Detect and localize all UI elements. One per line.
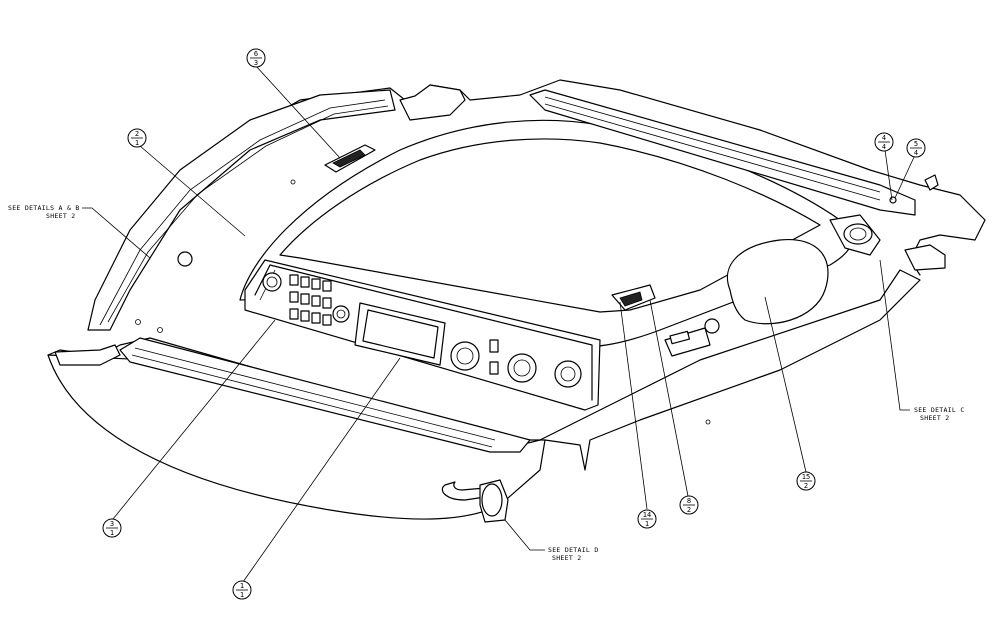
callout-5-4: 5 4 bbox=[906, 138, 926, 158]
callout-1-1: 1 1 bbox=[232, 580, 252, 600]
svg-text:1: 1 bbox=[240, 582, 244, 590]
button-grid bbox=[289, 274, 332, 326]
svg-text:3: 3 bbox=[110, 520, 114, 528]
svg-text:1: 1 bbox=[240, 591, 244, 599]
svg-text:14: 14 bbox=[643, 511, 651, 519]
drain-hose bbox=[441, 479, 509, 523]
svg-text:5: 5 bbox=[914, 140, 918, 148]
note-detail-c-line1: SEE DETAIL C bbox=[914, 406, 965, 414]
callout-2-1: 2 1 bbox=[127, 128, 147, 148]
control-console bbox=[244, 259, 601, 411]
callouts: 6 3 2 1 4 4 5 4 3 1 bbox=[102, 48, 926, 600]
note-detail-c-line2: SHEET 2 bbox=[920, 414, 950, 422]
note-details-ab-line1: SEE DETAILS A & B bbox=[8, 204, 80, 212]
leader-lines bbox=[82, 65, 916, 583]
callout-8-2: 8 2 bbox=[679, 495, 699, 515]
svg-text:6: 6 bbox=[254, 50, 258, 58]
callout-6-3: 6 3 bbox=[246, 48, 266, 68]
callout-3-1: 3 1 bbox=[102, 518, 122, 538]
svg-text:2: 2 bbox=[687, 506, 691, 514]
detail-notes: SEE DETAILS A & B SHEET 2 SEE DETAIL C S… bbox=[8, 204, 965, 562]
svg-text:8: 8 bbox=[687, 497, 691, 505]
note-detail-d-line1: SEE DETAIL D bbox=[548, 546, 599, 554]
svg-text:1: 1 bbox=[135, 139, 139, 147]
svg-text:15: 15 bbox=[802, 473, 810, 481]
svg-text:1: 1 bbox=[645, 520, 649, 528]
svg-text:3: 3 bbox=[254, 59, 258, 67]
svg-text:4: 4 bbox=[914, 149, 918, 157]
callout-15-2: 15 2 bbox=[796, 471, 816, 491]
climate-knobs bbox=[450, 341, 582, 388]
svg-text:4: 4 bbox=[882, 134, 886, 142]
headliner-body bbox=[47, 79, 986, 520]
callout-4-4: 4 4 bbox=[874, 132, 894, 152]
callout-14-1: 14 1 bbox=[637, 509, 657, 529]
svg-text:4: 4 bbox=[882, 143, 886, 151]
svg-text:1: 1 bbox=[110, 529, 114, 537]
note-details-ab-line2: SHEET 2 bbox=[46, 212, 76, 220]
svg-text:2: 2 bbox=[804, 482, 808, 490]
note-detail-d-line2: SHEET 2 bbox=[552, 554, 582, 562]
svg-text:2: 2 bbox=[135, 130, 139, 138]
